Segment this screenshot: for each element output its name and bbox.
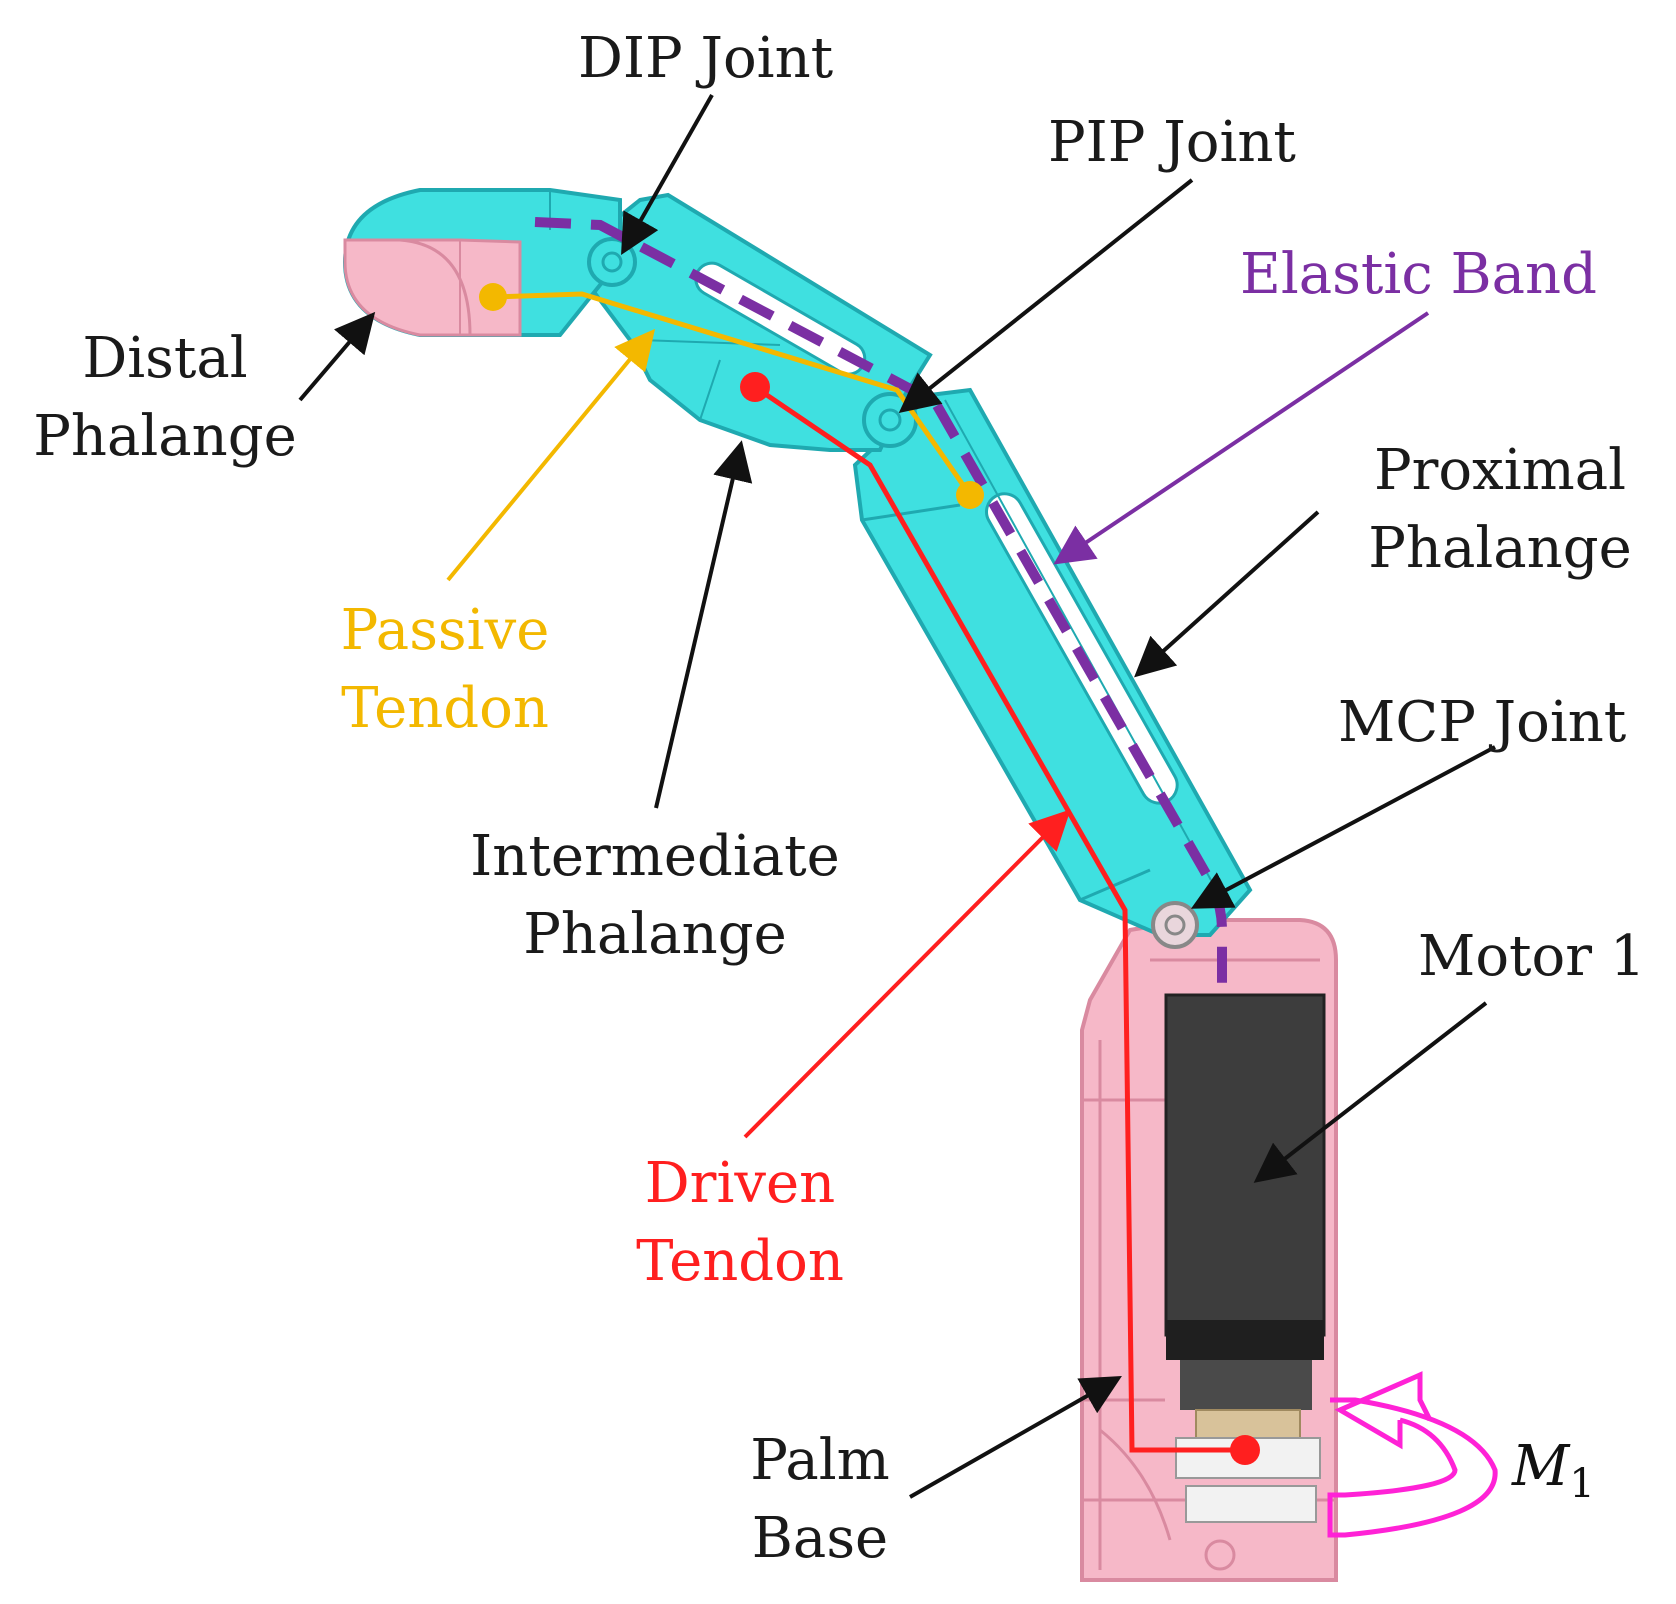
driven-tendon-phalange-anchor [740,372,770,402]
passive-tendon-line [492,291,973,497]
mcp-joint-pin [1151,901,1199,949]
intermediate-phalange-label: Intermediate Phalange [455,818,855,974]
moment-subscript: 1 [1569,1461,1595,1508]
passive-tendon-label: Passive Tendon [315,592,575,748]
elastic-band-label: Elastic Band [1240,242,1597,307]
palm-base-label-line-1: Palm [750,1428,890,1493]
dip-joint-leader [621,94,714,255]
driven-tendon-label: Driven Tendon [610,1145,870,1301]
moment-symbol: M [1512,1434,1570,1499]
proximal-phalange-label: Proximal Phalange [1360,432,1640,588]
intermediate-phalange-leader [654,440,753,809]
passive-tendon-label-line-1: Passive [340,598,550,663]
motor-1-leader [1253,1001,1488,1183]
pip-joint-label: PIP Joint [1048,110,1296,175]
moment-m1-arrow [1327,1371,1498,1538]
intermediate-phalange-label-line-1: Intermediate [470,824,840,889]
dip-joint-label: DIP Joint [578,26,834,91]
pip-joint-leader [898,178,1194,413]
motor-1-body [1164,993,1326,1523]
mcp-joint-leader [1190,745,1496,909]
driven-tendon-line [753,384,1245,1453]
distal-phalange-leader [298,311,376,402]
passive-tendon-label-line-2: Tendon [341,676,549,741]
passive-tendon-leader [446,328,656,582]
palm-base-label: Palm Base [720,1422,920,1578]
distal-phalange-label: Distal Phalange [20,320,310,476]
driven-tendon-leader [743,809,1071,1139]
palm-base-label-line-2: Base [751,1506,889,1571]
palm-base-leader [909,1376,1122,1499]
distal-phalange-label-line-1: Distal [82,326,248,391]
distal-phalange-label-line-2: Phalange [33,404,297,469]
driven-tendon-motor-anchor [1230,1435,1260,1465]
motor-1-label: Motor 1 [1418,924,1646,989]
distal-phalange-body [342,188,622,337]
proximal-phalange-label-line-2: Phalange [1368,516,1632,581]
passive-tendon-distal-anchor [479,283,507,311]
proximal-phalange-label-line-1: Proximal [1373,438,1627,503]
moment-m1-label: M1 [1512,1428,1595,1523]
mcp-joint-label: MCP Joint [1338,690,1627,755]
passive-tendon-proximal-anchor [956,481,984,509]
elastic-band-leader [1053,311,1430,565]
proximal-phalange-leader [1134,510,1320,678]
intermediate-phalange-label-line-2: Phalange [523,902,787,967]
driven-tendon-label-line-1: Driven [644,1151,836,1216]
driven-tendon-label-line-2: Tendon [636,1229,844,1294]
